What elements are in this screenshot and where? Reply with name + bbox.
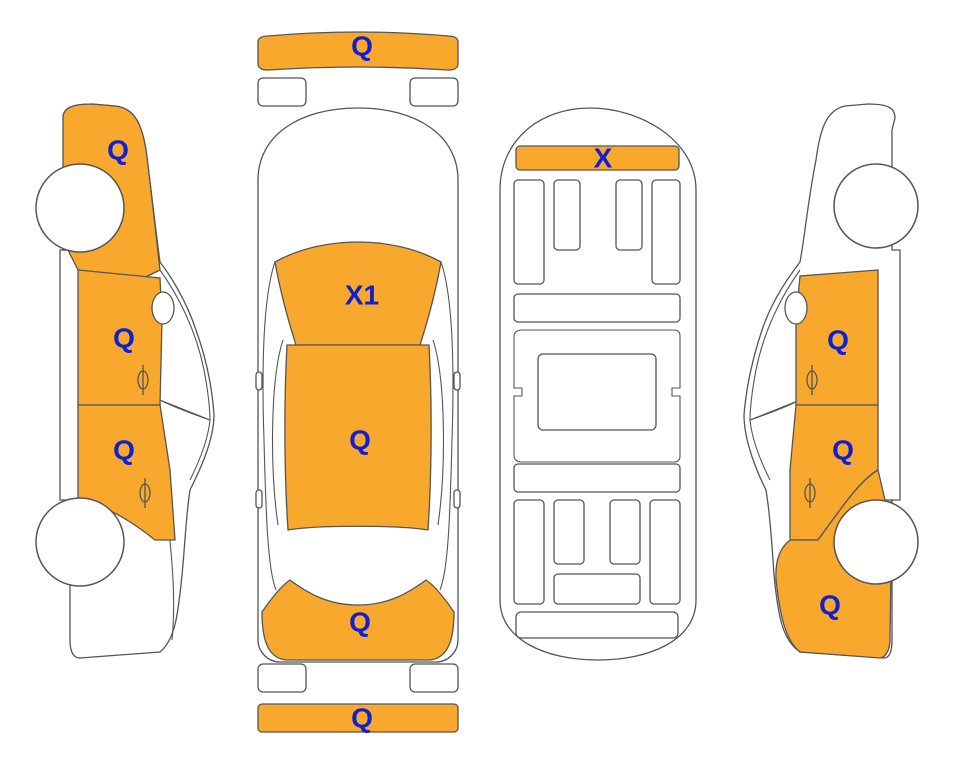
underbody-front-left-rail	[513, 179, 545, 285]
underbody-rear-left-rail	[513, 499, 545, 605]
right-side-window-line	[749, 269, 801, 421]
underbody-front-label: X	[594, 143, 613, 174]
left-side-window-line-2	[159, 399, 211, 481]
left-rear-door-label: Q	[113, 435, 135, 466]
right-rear-wheel-icon	[833, 499, 919, 585]
right-front-door-label: Q	[827, 325, 849, 356]
underbody-center-plate	[537, 353, 657, 431]
underbody-crossmember-front	[513, 293, 681, 323]
right-side-mirror-icon	[784, 291, 808, 325]
top-view-right-pillar-line	[439, 261, 454, 591]
underbody-view: X	[499, 107, 697, 661]
front-bumper-panel	[257, 31, 459, 71]
right-side-view: Q Q Q	[743, 103, 919, 659]
top-right-mirror-icon	[453, 371, 461, 391]
left-front-fender-label: Q	[107, 135, 129, 166]
roof-panel	[284, 344, 432, 531]
top-view: Q X1 Q Q Q	[255, 31, 461, 734]
rear-bumper-panel	[257, 703, 459, 733]
roof-label: Q	[349, 425, 371, 456]
left-front-door-handle-icon	[137, 365, 149, 395]
top-left-rear-handle-icon	[255, 489, 263, 509]
right-taillight-icon	[409, 663, 459, 693]
underbody-crossmember-rear	[513, 463, 681, 493]
underbody-rear-left-inner	[553, 499, 585, 565]
left-rear-wheel-icon	[35, 497, 125, 587]
left-front-door-label: Q	[113, 323, 135, 354]
underbody-front-panel	[515, 145, 680, 171]
right-rear-door-handle-icon	[804, 478, 816, 508]
underbody-rear-tank	[553, 573, 641, 605]
hood-panel	[274, 241, 442, 346]
left-front-wheel-icon	[35, 163, 125, 253]
hood-label: X1	[345, 280, 379, 311]
right-front-door-panel	[795, 269, 879, 406]
rear-bumper-label: Q	[351, 703, 373, 734]
trunk-lid-label: Q	[349, 607, 371, 638]
left-side-mirror-icon	[151, 291, 175, 325]
underbody-front-right-inner	[615, 179, 643, 251]
underbody-rear-right-rail	[649, 499, 681, 605]
right-rear-door-label: Q	[832, 435, 854, 466]
left-side-view: Q Q Q	[35, 103, 215, 659]
underbody-front-right-rail	[651, 179, 681, 285]
left-side-window-line	[159, 269, 211, 421]
left-taillight-icon	[257, 663, 307, 693]
underbody-rear-bar	[515, 611, 679, 639]
underbody-front-left-inner	[553, 179, 581, 251]
right-rear-quarter-label: Q	[819, 590, 841, 621]
top-right-rear-handle-icon	[453, 489, 461, 509]
top-left-mirror-icon	[255, 371, 263, 391]
top-view-right-window-line	[432, 339, 445, 526]
left-headlight-icon	[257, 77, 307, 107]
underbody-rear-right-inner	[609, 499, 641, 565]
right-front-wheel-icon	[833, 163, 919, 249]
front-bumper-label: Q	[351, 31, 373, 62]
right-headlight-icon	[409, 77, 459, 107]
underbody-middle-frame	[513, 329, 681, 463]
top-view-left-pillar-line	[262, 261, 277, 591]
right-side-window-line-2	[749, 399, 801, 481]
trunk-lid-panel	[261, 579, 455, 661]
right-front-door-handle-icon	[806, 365, 818, 395]
left-rear-door-handle-icon	[139, 478, 151, 508]
top-view-left-window-line	[271, 339, 284, 526]
